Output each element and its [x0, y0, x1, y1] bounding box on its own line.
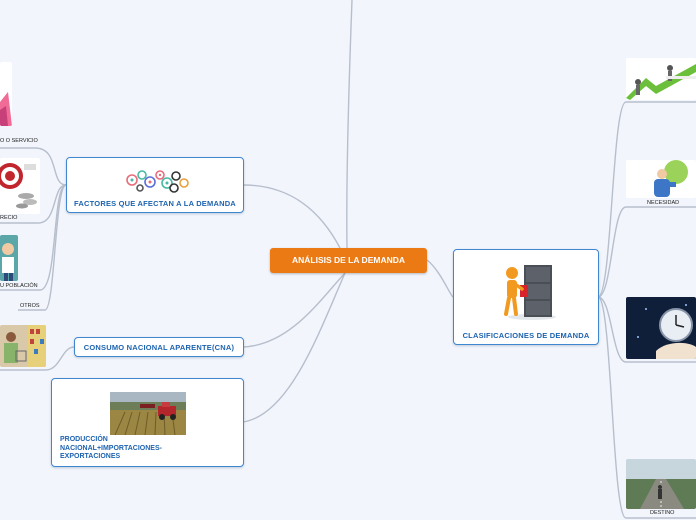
filing-cabinet-figure [504, 265, 556, 320]
population-figure-image [0, 235, 18, 281]
producto-image [0, 62, 12, 126]
price-target-image [0, 158, 40, 214]
topic-factores-label: FACTORES QUE AFECTAN A LA DEMANDA [74, 199, 236, 208]
opportunity-arrow-image [626, 58, 696, 100]
central-topic[interactable]: ANÁLISIS DE LA DEMANDA [270, 248, 427, 273]
gears-icon [126, 170, 189, 193]
subtopic-destino-label: DESTINO [650, 510, 675, 516]
subtopic-producto-label: O O SERVICIO [0, 138, 38, 144]
topic-produccion-label: PRODUCCIÓN NACIONAL+IMPORTACIONES- EXPOR… [60, 436, 162, 462]
topic-produccion-line-2: NACIONAL+IMPORTACIONES- [60, 444, 162, 452]
subtopic-precio-label: RECIO [0, 215, 18, 221]
topic-consumo[interactable]: CONSUMO NACIONAL APARENTE(CNA) [74, 337, 244, 357]
topic-clasificaciones[interactable]: CLASIFICACIONES DE DEMANDA [453, 249, 599, 345]
topic-factores[interactable]: FACTORES QUE AFECTAN A LA DEMANDA [66, 157, 244, 213]
topic-produccion-line-3: EXPORTACIONES [60, 453, 121, 460]
supermarket-photo [0, 325, 46, 367]
clock-hands-photo [626, 297, 696, 359]
harvester-photo [110, 392, 186, 435]
subtopic-poblacion-label: U POBLACIÓN [0, 283, 38, 289]
subtopic-otros-label: OTROS [20, 303, 40, 309]
topic-consumo-label: CONSUMO NACIONAL APARENTE(CNA) [83, 343, 235, 352]
topic-produccion-line-1: PRODUCCIÓN [60, 436, 108, 443]
road-photo [626, 459, 696, 509]
thinking-figure-image [626, 160, 696, 198]
subtopic-necesidad-label: NECESIDAD [647, 200, 680, 206]
topic-produccion[interactable]: PRODUCCIÓN NACIONAL+IMPORTACIONES- EXPOR… [51, 378, 244, 467]
topic-clasificaciones-label: CLASIFICACIONES DE DEMANDA [462, 331, 590, 340]
